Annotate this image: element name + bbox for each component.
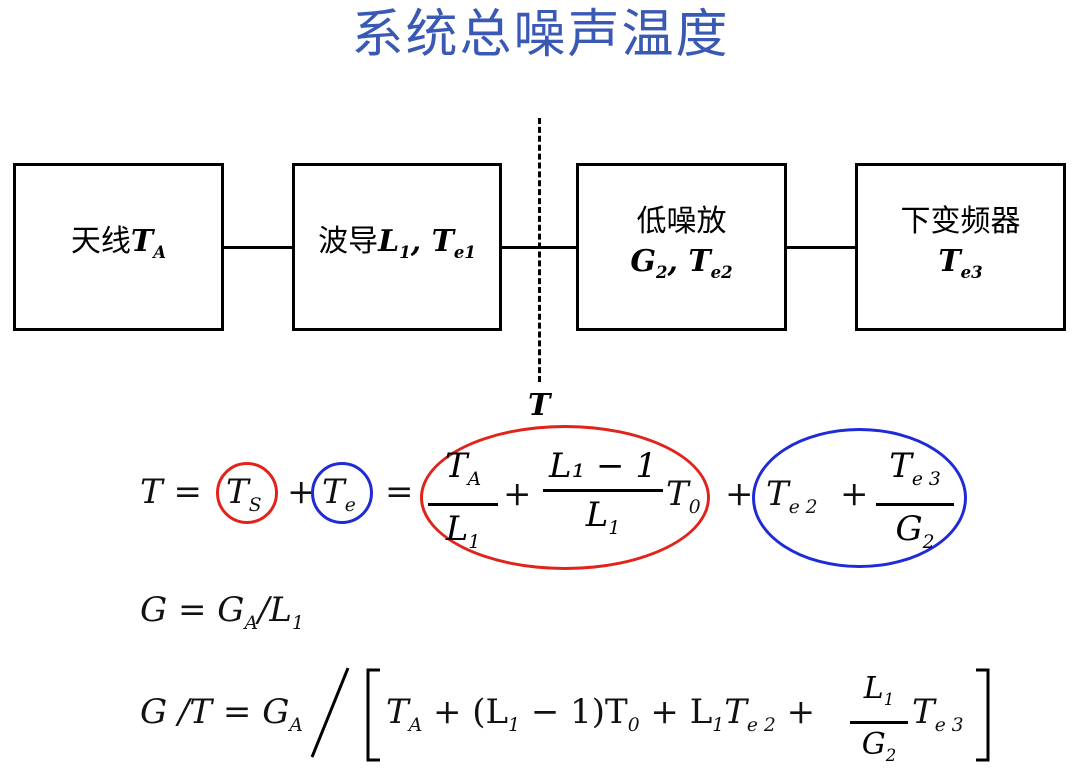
block-waveguide-sub2: e1 xyxy=(453,242,476,262)
block-waveguide-sym1: L xyxy=(378,223,400,259)
block-antenna: 天线TA xyxy=(13,163,224,331)
block-lna-sub2: e2 xyxy=(710,262,733,282)
eq1-plus3: + xyxy=(725,474,754,514)
eq1-te2: Te 2 xyxy=(766,474,818,518)
block-lna-sym2: T xyxy=(688,243,711,279)
eq1-blue-ring-small xyxy=(311,462,373,524)
eq1-plus4: + xyxy=(840,474,869,514)
block-waveguide-sub1: 1 xyxy=(399,242,411,262)
eq1-t0: T0 xyxy=(666,474,701,518)
wire-lna-downconverter xyxy=(787,246,855,249)
eq1-red-ring-small xyxy=(216,462,278,524)
block-downconverter: 下变频器 Te3 xyxy=(855,163,1066,331)
eq1-blue-ring-large xyxy=(752,428,967,568)
eq1-te: Te xyxy=(322,472,356,516)
eq1-red-ring-large xyxy=(420,425,710,570)
eq1-ts: TS xyxy=(226,472,262,516)
block-waveguide-sym2: T xyxy=(431,223,454,259)
block-lna-label: 低噪放 xyxy=(636,203,727,239)
eq1-lhs: T = xyxy=(140,472,202,512)
block-downconverter-symbol: T xyxy=(938,243,961,279)
eq3-lhs: G /T = GA xyxy=(140,692,303,736)
block-downconverter-label: 下变频器 xyxy=(900,203,1021,239)
eq1-equals: = xyxy=(385,472,414,512)
eq1-frac-ta-l1: TA L1 xyxy=(428,443,498,566)
eq1-plus1: + xyxy=(287,472,316,512)
page-title: 系统总噪声温度 xyxy=(351,5,730,65)
block-antenna-symbol: T xyxy=(130,223,154,259)
block-antenna-sub: A xyxy=(153,242,167,262)
block-waveguide: 波导L1, Te1 xyxy=(292,163,502,331)
reference-plane-line xyxy=(538,118,541,382)
eq1-frac-te3-g2: Te 3 G2 xyxy=(876,443,954,566)
eq1-plus2: + xyxy=(503,474,532,514)
eq3-frac-l1-g2: L1 G2 xyxy=(850,668,908,777)
eq3-body: TA + (L1 − 1)T0 + L1Te 2 + xyxy=(386,692,816,736)
block-lna-sub1: 2 xyxy=(655,262,668,282)
block-lna-sym1: G xyxy=(630,243,656,279)
eq3-te3: Te 3 xyxy=(912,692,964,736)
block-downconverter-sub: e3 xyxy=(960,262,983,282)
block-lna: 低噪放 G2, Te2 xyxy=(576,163,787,331)
wire-antenna-waveguide xyxy=(224,246,292,249)
block-antenna-label: 天线 xyxy=(70,223,131,259)
eq1-frac-l1m1-l1: L₁ − 1 L1 xyxy=(543,443,663,552)
block-waveguide-label: 波导 xyxy=(318,223,379,259)
eq2: G = GA/L1 xyxy=(140,590,304,634)
reference-plane-label: T xyxy=(528,388,551,423)
